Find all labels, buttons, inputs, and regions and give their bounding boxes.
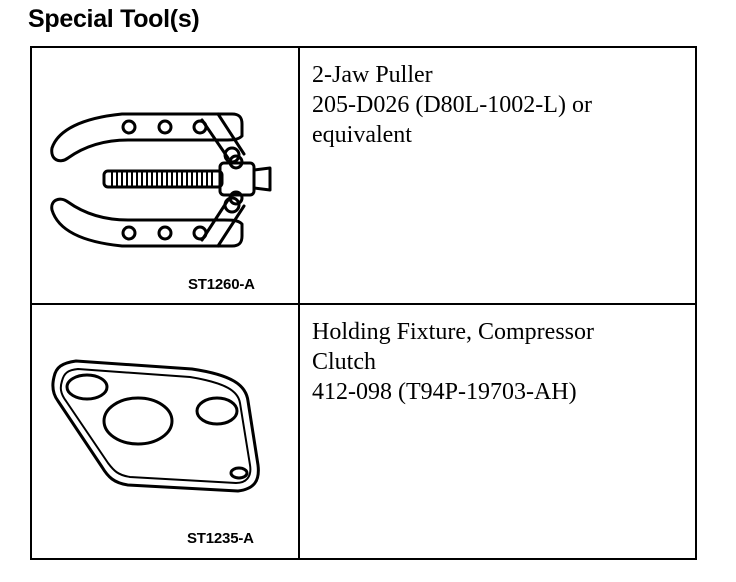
tool-description-cell: 2-Jaw Puller 205-D026 (D80L-1002-L) or e… [298, 46, 697, 305]
tool-code-label: ST1235-A [187, 530, 254, 547]
tool-name: 2-Jaw Puller [312, 62, 433, 88]
page-title: Special Tool(s) [28, 5, 200, 33]
tool-part-number: 205-D026 (D80L-1002-L) or [312, 92, 592, 118]
tool-part-number: 412-098 (T94P-19703-AH) [312, 379, 577, 405]
table-row: ST1235-A Holding Fixture, Compressor Clu… [30, 303, 697, 560]
tool-illustration-cell: ST1260-A [30, 46, 300, 305]
special-tools-table: ST1260-A 2-Jaw Puller 205-D026 (D80L-100… [30, 46, 697, 560]
tool-description-cell: Holding Fixture, Compressor Clutch 412-0… [298, 303, 697, 560]
tool-code-label: ST1260-A [188, 276, 255, 293]
holding-fixture-plate-icon [51, 359, 260, 493]
tool-name: Holding Fixture, Compressor [312, 319, 594, 345]
two-jaw-puller-icon [50, 112, 272, 248]
tool-name-continued: Clutch [312, 349, 376, 375]
tool-illustration-cell: ST1235-A [30, 303, 300, 560]
tool-equivalent-note: equivalent [312, 122, 412, 148]
table-row: ST1260-A 2-Jaw Puller 205-D026 (D80L-100… [30, 46, 697, 305]
